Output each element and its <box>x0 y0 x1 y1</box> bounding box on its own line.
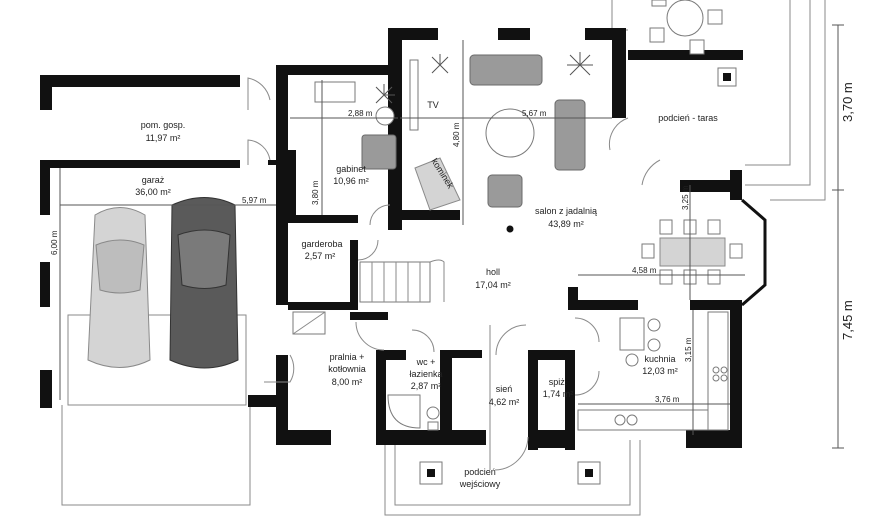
room-name-kuchnia: kuchnia <box>644 354 675 364</box>
dim-overall-bottom: 7,45 m <box>840 300 855 340</box>
dim-dining-width: 4,58 m <box>632 266 657 275</box>
room-name-podcien-wejsciowy: podcień <box>464 467 496 477</box>
room-name-podcien-taras: podcień - taras <box>658 113 718 123</box>
dim-salon-width: 5,67 m <box>522 109 547 118</box>
room-name2-wc: łazienka <box>409 369 442 379</box>
room-area-salon: 43,89 m² <box>548 219 584 229</box>
room-area-holl: 17,04 m² <box>475 280 511 290</box>
room-name2-pralnia: kotłownia <box>328 364 366 374</box>
dim-kitchen-width: 3,76 m <box>655 395 680 404</box>
room-area-spiz: 1,74 m² <box>543 389 574 399</box>
room-name-pom-gosp: pom. gosp. <box>141 120 186 130</box>
dim-garage-depth: 6,00 m <box>50 230 59 255</box>
dimension-lines <box>59 24 844 449</box>
terrace-outline <box>61 0 826 516</box>
doors <box>247 77 661 471</box>
dimension-labels: 2,88 m 3,80 m 4,80 m 5,67 m 5,97 m 6,00 … <box>50 82 855 404</box>
room-name-wc: wc + <box>416 357 436 367</box>
dim-gabinet-height: 3,80 m <box>311 180 320 205</box>
walls <box>40 28 767 450</box>
room-area-pom-gosp: 11,97 m² <box>146 133 181 143</box>
room-name-salon: salon z jadalnią <box>535 206 597 216</box>
room-name-garaz: garaż <box>142 175 165 185</box>
room-area-kuchnia: 12,03 m² <box>642 366 678 376</box>
room-labels: pom. gosp. 11,97 m² garaż 36,00 m² gabin… <box>135 100 718 489</box>
dim-gabinet-width: 2,88 m <box>348 109 373 118</box>
room-area-sien: 4,62 m² <box>489 397 520 407</box>
room-name-gabinet: gabinet <box>336 164 366 174</box>
room-name-pralnia: pralnia + <box>330 352 365 362</box>
tv-label: TV <box>427 100 439 110</box>
plant-icon <box>375 52 593 104</box>
car-dark <box>169 197 239 369</box>
dim-overall-top: 3,70 m <box>840 82 855 122</box>
room-name2-podcien-wejsciowy: wejściowy <box>459 479 501 489</box>
room-area-garaz: 36,00 m² <box>135 187 171 197</box>
room-area-pralnia: 8,00 m² <box>332 377 363 387</box>
room-name-holl: holl <box>486 267 500 277</box>
dim-kitchen-height: 3,15 m <box>684 337 693 362</box>
room-name-sien: sień <box>496 384 513 394</box>
room-area-wc: 2,87 m² <box>411 381 442 391</box>
room-name-spiz: spiż. <box>549 377 568 387</box>
car-light <box>87 207 151 368</box>
room-area-gabinet: 10,96 m² <box>333 176 369 186</box>
dim-dining-height: 3,25 m <box>681 185 690 210</box>
dim-garage-width: 5,97 m <box>242 196 267 205</box>
furniture <box>292 0 743 485</box>
room-area-garderoba: 2,57 m² <box>305 251 336 261</box>
dim-salon-height: 4,80 m <box>452 122 461 147</box>
room-name-garderoba: garderoba <box>301 239 342 249</box>
